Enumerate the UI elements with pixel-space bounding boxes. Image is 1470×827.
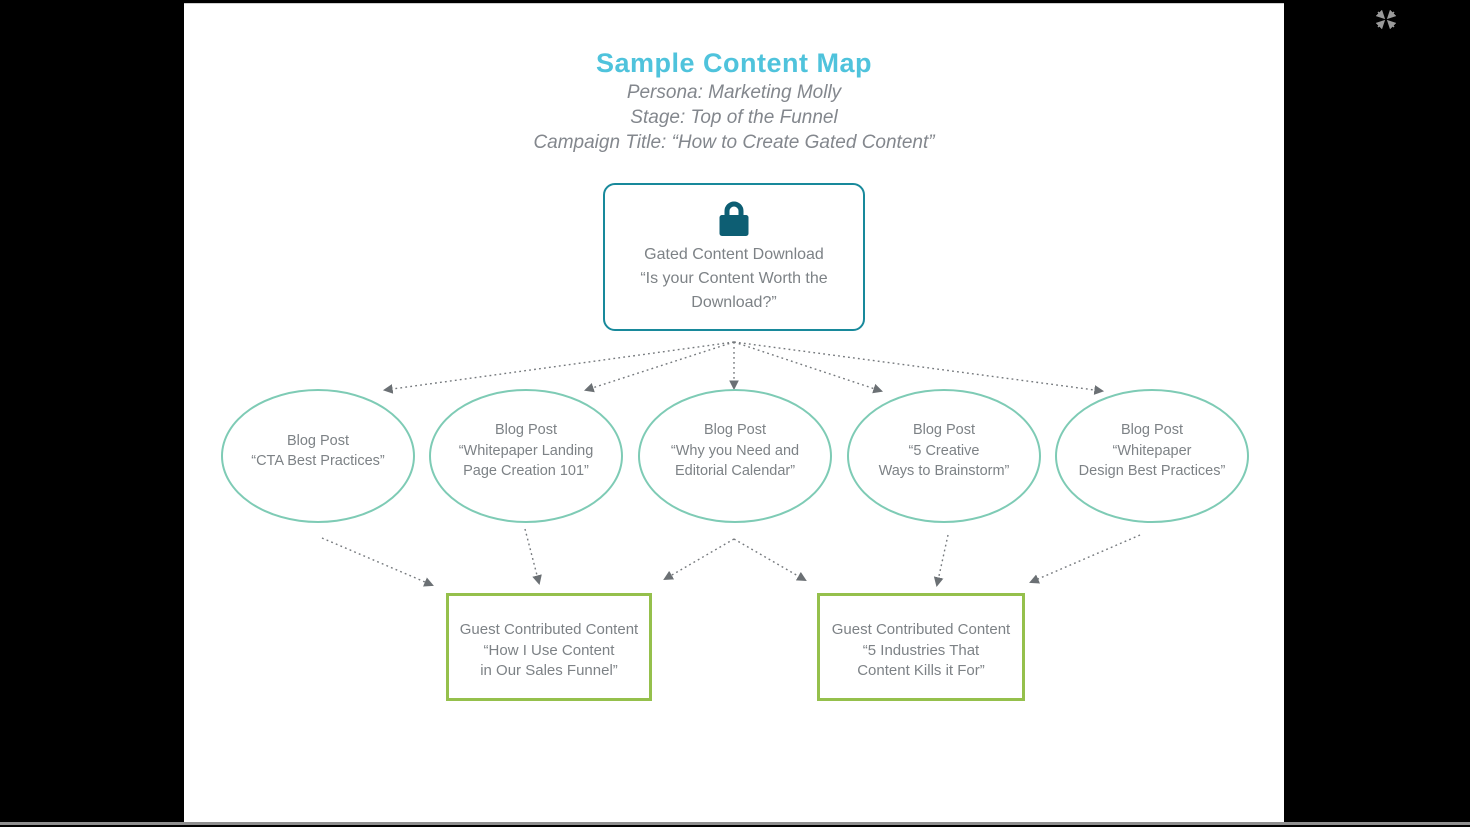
node-line: Blog Post — [1120, 422, 1184, 439]
slide-canvas: Sample Content Map Persona: Marketing Mo… — [184, 3, 1284, 822]
node-line: Design Best Practices” — [1078, 463, 1226, 480]
node-line: “5 Creative — [908, 442, 980, 459]
bottom-divider — [0, 822, 1470, 825]
node-line: “Whitepaper — [1112, 442, 1192, 459]
blog-node-text: Blog Post “Why you Need and Editorial Ca… — [671, 420, 799, 482]
node-line: Content Kills it For” — [857, 662, 985, 679]
node-line: “CTA Best Practices” — [251, 453, 385, 469]
node-line: “5 Industries That — [862, 641, 980, 659]
guest-node-content-kills-it: Guest Contributed Content “5 Industries … — [817, 593, 1025, 701]
node-line: “How I Use Content — [483, 641, 615, 659]
blog-node-whitepaper-landing-page: Blog Post “Whitepaper Landing Page Creat… — [429, 389, 623, 523]
blog-node-text: Blog Post “Whitepaper Landing Page Creat… — [459, 420, 594, 482]
node-line: Page Creation 101” — [463, 463, 589, 480]
blog-node-text: Blog Post “CTA Best Practices” — [251, 431, 384, 472]
node-line: Guest Contributed Content — [459, 621, 639, 638]
blog-node-editorial-calendar: Blog Post “Why you Need and Editorial Ca… — [638, 389, 832, 523]
node-line: “Is your Content Worth the — [640, 270, 828, 287]
exit-fullscreen-icon[interactable] — [1375, 8, 1397, 30]
node-line: Editorial Calendar” — [674, 463, 796, 480]
blog-node-text: Blog Post “Whitepaper Design Best Practi… — [1079, 420, 1226, 482]
subtitle-persona: Persona: Marketing Molly — [626, 82, 842, 103]
slide-subtitles: Persona: Marketing Molly Stage: Top of t… — [184, 80, 1284, 155]
blog-node-text: Blog Post “5 Creative Ways to Brainstorm… — [879, 420, 1010, 482]
gated-content-text: Gated Content Download “Is your Content … — [640, 243, 827, 315]
subtitle-stage: Stage: Top of the Funnel — [630, 107, 838, 128]
node-line: “Why you Need and — [670, 442, 800, 459]
node-line: Blog Post — [286, 432, 350, 449]
blog-node-cta-best-practices: Blog Post “CTA Best Practices” — [221, 389, 415, 523]
node-line: Download?” — [691, 294, 777, 311]
node-line: Ways to Brainstorm” — [878, 463, 1010, 480]
subtitle-campaign: Campaign Title: “How to Create Gated Con… — [533, 132, 935, 153]
guest-node-sales-funnel: Guest Contributed Content “How I Use Con… — [446, 593, 652, 701]
node-line: Blog Post — [912, 422, 976, 439]
node-line: in Our Sales Funnel” — [480, 662, 618, 679]
node-line: Blog Post — [494, 422, 558, 439]
slide-title: Sample Content Map — [595, 48, 873, 78]
node-line: Guest Contributed Content — [831, 621, 1011, 638]
node-line: Gated Content Download — [644, 246, 824, 263]
blog-node-whitepaper-design: Blog Post “Whitepaper Design Best Practi… — [1055, 389, 1249, 523]
blog-node-ways-to-brainstorm: Blog Post “5 Creative Ways to Brainstorm… — [847, 389, 1041, 523]
lock-icon — [719, 201, 749, 237]
gated-content-node: Gated Content Download “Is your Content … — [603, 183, 865, 331]
guest-node-text: Guest Contributed Content “5 Industries … — [820, 620, 1022, 682]
node-line: Blog Post — [703, 422, 767, 439]
guest-node-text: Guest Contributed Content “How I Use Con… — [449, 620, 649, 682]
node-line: “Whitepaper Landing — [458, 442, 594, 459]
